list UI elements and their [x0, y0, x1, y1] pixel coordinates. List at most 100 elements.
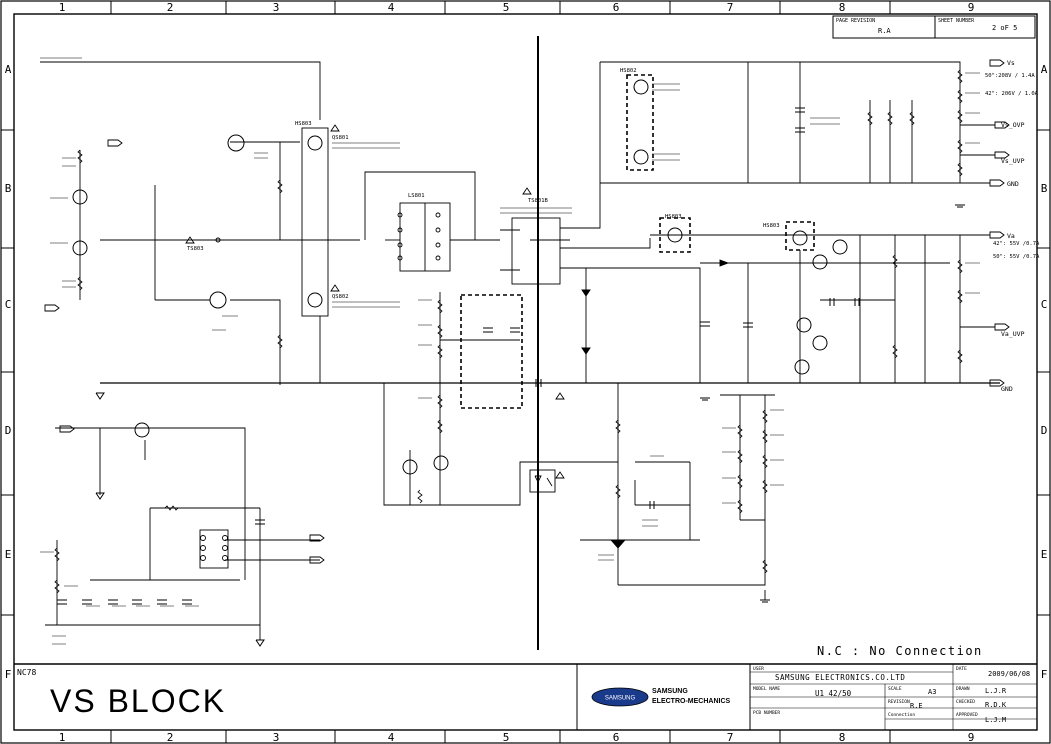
company-line-1: SAMSUNG — [652, 688, 688, 695]
drawn-value: L.J.R — [985, 687, 1007, 695]
user-value: SAMSUNG ELECTRONICS.CO.LTD — [775, 673, 905, 682]
connector-cns801 — [199, 529, 229, 569]
output-labels: Vs 50":208V / 1.4A 42": 206V / 1.0A Vs_O… — [985, 59, 1040, 393]
drawn-label: DRAWN — [956, 686, 970, 692]
date-label: DATE — [956, 666, 967, 672]
capacitors — [57, 107, 860, 605]
col-label: 7 — [727, 1, 734, 14]
pcb-label: PCB NUMBER — [753, 710, 780, 716]
col-label: 7 — [727, 731, 734, 744]
page-title: VS BLOCK — [50, 683, 226, 719]
row-label: C — [1041, 298, 1048, 311]
row-label: E — [5, 548, 12, 561]
column-labels-top: 1 2 3 4 5 6 7 8 9 — [59, 1, 975, 14]
row-label: F — [5, 668, 12, 681]
row-labels-right: A B C D E F — [1041, 63, 1048, 681]
ground-symbols — [95, 204, 965, 647]
col-label: 3 — [273, 731, 280, 744]
col-label: 1 — [59, 1, 66, 14]
row-label: C — [5, 298, 12, 311]
col-label: 1 — [59, 731, 66, 744]
label-vs-ovp: Vs_OVP — [1001, 121, 1025, 129]
approved-label: APPROVED — [956, 712, 978, 718]
wiring — [40, 36, 1000, 650]
row-label: D — [5, 424, 12, 437]
transistors — [72, 79, 848, 475]
approved-value: L.J.M — [985, 716, 1006, 724]
col-label: 9 — [968, 1, 975, 14]
label-va: Va — [1007, 232, 1015, 240]
inductor-ls801 — [397, 202, 451, 272]
label-gnd: GND — [1007, 180, 1019, 188]
inner-frame — [13, 13, 1038, 731]
label-vs-uvp: Vs_UVP — [1001, 157, 1025, 165]
col-label: 6 — [613, 731, 620, 744]
nc-code: NC78 — [17, 668, 36, 677]
logo-text: SAMSUNG — [605, 696, 636, 702]
sheet-number-value: 2 oF 5 — [992, 24, 1017, 32]
port-arrows — [44, 59, 1010, 564]
col-label: 5 — [503, 731, 510, 744]
label-ts803: TS803 — [187, 246, 204, 252]
label-gnd-2: GND — [1001, 385, 1013, 393]
page-revision-label: PAGE REVISION — [836, 18, 875, 24]
label-hs803: HS803 — [295, 121, 312, 127]
revision-value: R.E — [910, 702, 923, 710]
scale-label: SCALE — [888, 686, 902, 692]
label-hs803-b: HS803 — [665, 214, 682, 220]
column-labels-bottom: 1 2 3 4 5 6 7 8 9 — [59, 731, 975, 744]
connection-label: Connection — [888, 712, 915, 718]
col-label: 2 — [167, 731, 174, 744]
col-label: 5 — [503, 1, 510, 14]
label-vs-spec-50: 50":208V / 1.4A — [985, 73, 1035, 79]
model-label: MODEL NAME — [753, 686, 780, 692]
tiny-annotations — [40, 57, 980, 645]
row-label: F — [1041, 668, 1048, 681]
col-label: 8 — [839, 731, 846, 744]
row-label: B — [5, 182, 12, 195]
label-va-spec-50: 50": 55V /0.7A — [993, 254, 1040, 260]
diodes — [581, 259, 730, 549]
samsung-logo-icon — [591, 687, 649, 707]
col-label: 8 — [839, 1, 846, 14]
col-label: 9 — [968, 731, 975, 744]
label-vs: Vs — [1007, 59, 1015, 67]
label-va-spec-42: 42": 55V /0.7A — [993, 241, 1040, 247]
model-value: U1 42/50 — [815, 689, 852, 698]
col-label: 3 — [273, 1, 280, 14]
label-ts801: TS801B — [528, 198, 549, 204]
row-label: B — [1041, 182, 1048, 195]
revision-box: PAGE REVISION R.A SHEET NUMBER 2 oF 5 — [832, 15, 1036, 39]
col-label: 4 — [388, 731, 395, 744]
col-label: 2 — [167, 1, 174, 14]
checked-label: CHECKED — [956, 699, 975, 705]
label-qs801: QS801 — [332, 135, 349, 141]
label-hs803-c: HS803 — [763, 223, 780, 229]
checked-value: R.D.K — [985, 701, 1007, 709]
nc-note: N.C : No Connection — [817, 644, 983, 658]
revision-label: REVISION — [888, 699, 910, 705]
label-ls801: LS801 — [408, 193, 425, 199]
page-revision-value: R.A — [878, 27, 891, 35]
label-hs802: HS802 — [620, 68, 637, 74]
company-line-2: ELECTRO-MECHANICS — [652, 698, 730, 705]
row-label: A — [5, 63, 12, 76]
col-label: 4 — [388, 1, 395, 14]
warning-icons — [185, 124, 565, 479]
row-label: A — [1041, 63, 1048, 76]
row-label: E — [1041, 548, 1048, 561]
label-va-uvp: Va_UVP — [1001, 330, 1025, 338]
component-labels: HS803 HS802 HS803 HS803 LS801 TS801B TS8… — [187, 68, 780, 300]
opto-coupler — [529, 469, 556, 493]
label-qs802: QS802 — [332, 294, 349, 300]
sheet-number-label: SHEET NUMBER — [938, 18, 975, 24]
resistors — [54, 69, 963, 594]
date-value: 2009/06/08 — [988, 670, 1030, 678]
user-label: USER — [753, 666, 764, 672]
title-block: NC78 VS BLOCK SAMSUNG SAMSUNG ELECTRO-ME… — [14, 663, 1037, 730]
row-labels-left: A B C D E F — [5, 63, 12, 681]
label-vs-spec-42: 42": 206V / 1.0A — [985, 91, 1039, 97]
row-label: D — [1041, 424, 1048, 437]
